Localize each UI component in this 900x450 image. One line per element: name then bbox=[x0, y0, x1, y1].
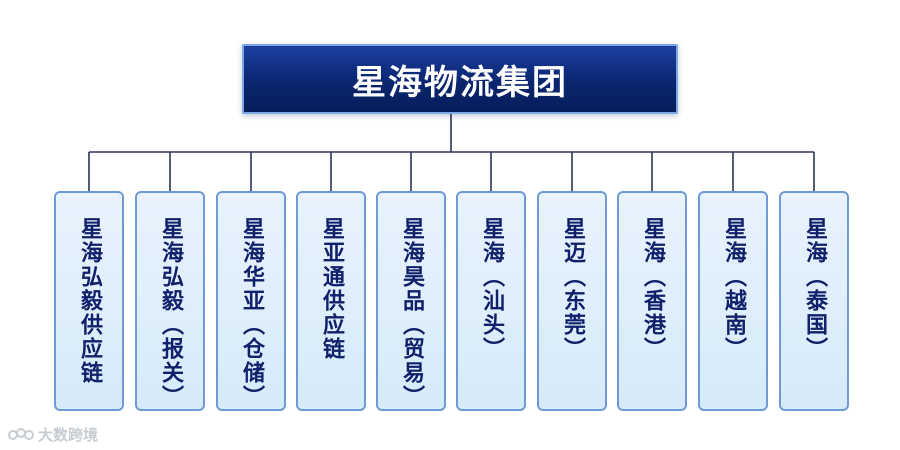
child-node-label: 星海弘毅（报关） bbox=[158, 217, 183, 409]
child-node-label: 星海弘毅供应链 bbox=[77, 217, 102, 385]
child-node-10: 星海（泰国） bbox=[779, 191, 849, 411]
child-node-label: 星迈（东莞） bbox=[560, 217, 585, 361]
child-node-label: 星海（香港） bbox=[640, 217, 665, 361]
child-node-label: 星海昊品（贸易） bbox=[399, 217, 424, 409]
child-node-4: 星亚通供应链 bbox=[296, 191, 366, 411]
child-node-1: 星海弘毅供应链 bbox=[54, 191, 124, 411]
watermark: 大数跨境 bbox=[8, 424, 98, 445]
watermark-text: 大数跨境 bbox=[38, 426, 99, 444]
child-node-6: 星海（汕头） bbox=[456, 191, 526, 411]
child-node-label: 星海华亚（仓储） bbox=[239, 217, 264, 409]
child-node-label: 星亚通供应链 bbox=[319, 217, 344, 361]
child-node-8: 星海（香港） bbox=[617, 191, 687, 411]
child-node-label: 星海（汕头） bbox=[479, 217, 504, 361]
root-node-label: 星海物流集团 bbox=[352, 62, 568, 103]
child-node-7: 星迈（东莞） bbox=[537, 191, 607, 411]
child-node-label: 星海（泰国） bbox=[802, 217, 827, 361]
kooma-logo-icon bbox=[8, 427, 34, 440]
child-node-label: 星海（越南） bbox=[721, 217, 746, 361]
root-node: 星海物流集团 bbox=[242, 44, 678, 114]
child-drop-lines bbox=[88, 152, 815, 191]
child-node-5: 星海昊品（贸易） bbox=[376, 191, 446, 411]
child-node-3: 星海华亚（仓储） bbox=[216, 191, 286, 411]
child-node-2: 星海弘毅（报关） bbox=[135, 191, 205, 411]
child-node-9: 星海（越南） bbox=[698, 191, 768, 411]
